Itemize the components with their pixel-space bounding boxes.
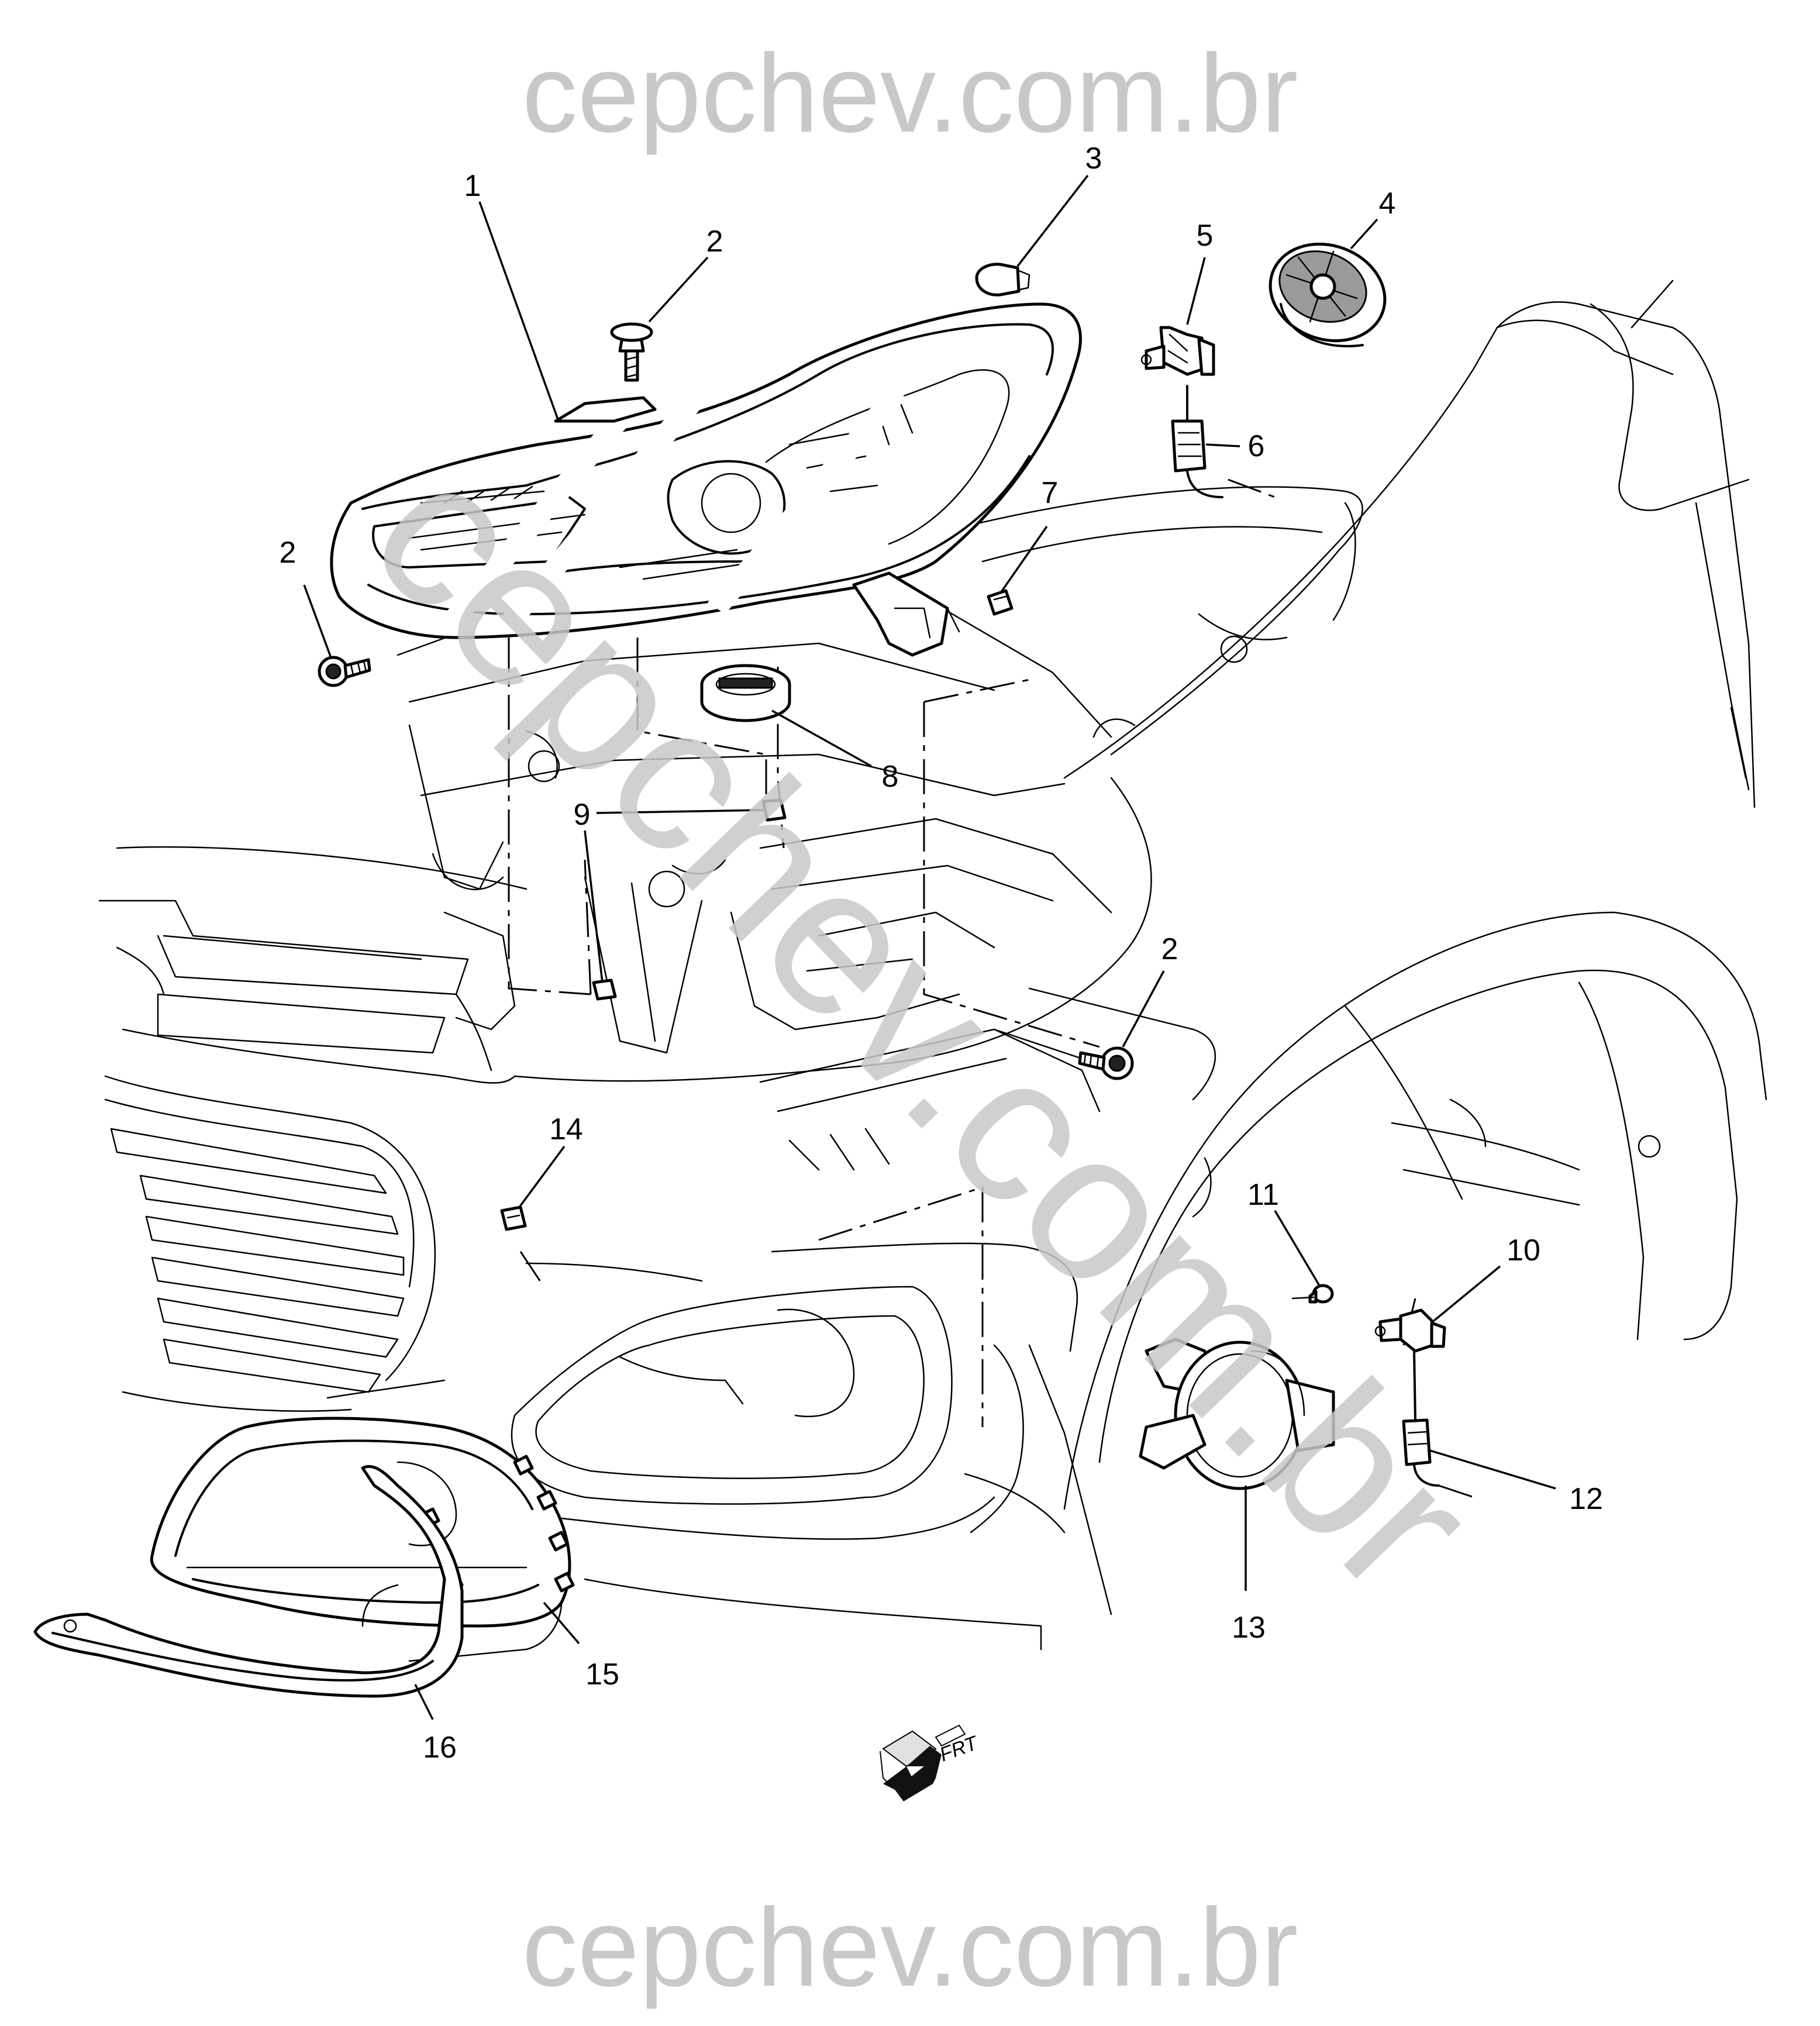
callout-2-left: 2 [280, 536, 297, 570]
callout-14: 14 [549, 1112, 583, 1146]
fog-lamp-trim-strip[interactable] [33, 1465, 464, 1698]
callout-2-fender: 2 [1161, 932, 1178, 966]
callout-13: 13 [1232, 1611, 1266, 1645]
callout-12: 12 [1569, 1482, 1603, 1516]
fog-lamp-screw[interactable] [1291, 1284, 1334, 1304]
side-marker-bulb[interactable] [975, 263, 1030, 297]
bolt-upper[interactable] [610, 322, 653, 382]
callout-6: 6 [1248, 429, 1265, 463]
lower-grille-slats [110, 1128, 405, 1393]
fascia-clip-14[interactable] [500, 1205, 527, 1231]
watermark-bottom: cepchev.com.br [522, 1886, 1298, 2010]
callout-16: 16 [423, 1731, 457, 1765]
callout-11: 11 [1247, 1178, 1279, 1212]
callout-1: 1 [464, 169, 481, 203]
callout-2-upper: 2 [706, 225, 723, 259]
bolt-fender[interactable] [1078, 1046, 1134, 1080]
callout-5: 5 [1197, 219, 1214, 253]
callout-3: 3 [1085, 142, 1102, 175]
clip-nut-7[interactable] [987, 589, 1014, 616]
fog-lamp-assembly[interactable] [1139, 1338, 1335, 1490]
callout-labels: 1 2 3 4 5 6 7 2 8 9 2 14 11 10 12 13 15 … [280, 142, 1603, 1765]
bolt-left[interactable] [318, 656, 371, 687]
callout-8: 8 [882, 760, 899, 794]
headlamp-assembly[interactable] [330, 302, 1082, 657]
fog-lamp-connector[interactable] [1402, 1350, 1440, 1487]
leader-lines [303, 174, 1556, 1720]
callout-7: 7 [1042, 476, 1059, 510]
headlamp-bulb[interactable] [1140, 326, 1215, 376]
callout-10: 10 [1507, 1233, 1540, 1267]
callout-15: 15 [585, 1658, 619, 1691]
callout-4: 4 [1379, 187, 1396, 220]
headlamp-dust-cover[interactable] [1257, 229, 1399, 357]
front-arrow-icon: FRT [880, 1724, 981, 1801]
fog-lamp-bulb[interactable] [1374, 1308, 1446, 1353]
callout-9: 9 [574, 798, 591, 832]
headlamp-connector[interactable] [1171, 385, 1223, 498]
lamp-adjuster[interactable] [700, 664, 791, 722]
watermark-top: cepchev.com.br [522, 32, 1298, 156]
retainer-clip-9[interactable] [592, 798, 787, 1001]
fog-lamp-bezel[interactable] [150, 1417, 575, 1662]
